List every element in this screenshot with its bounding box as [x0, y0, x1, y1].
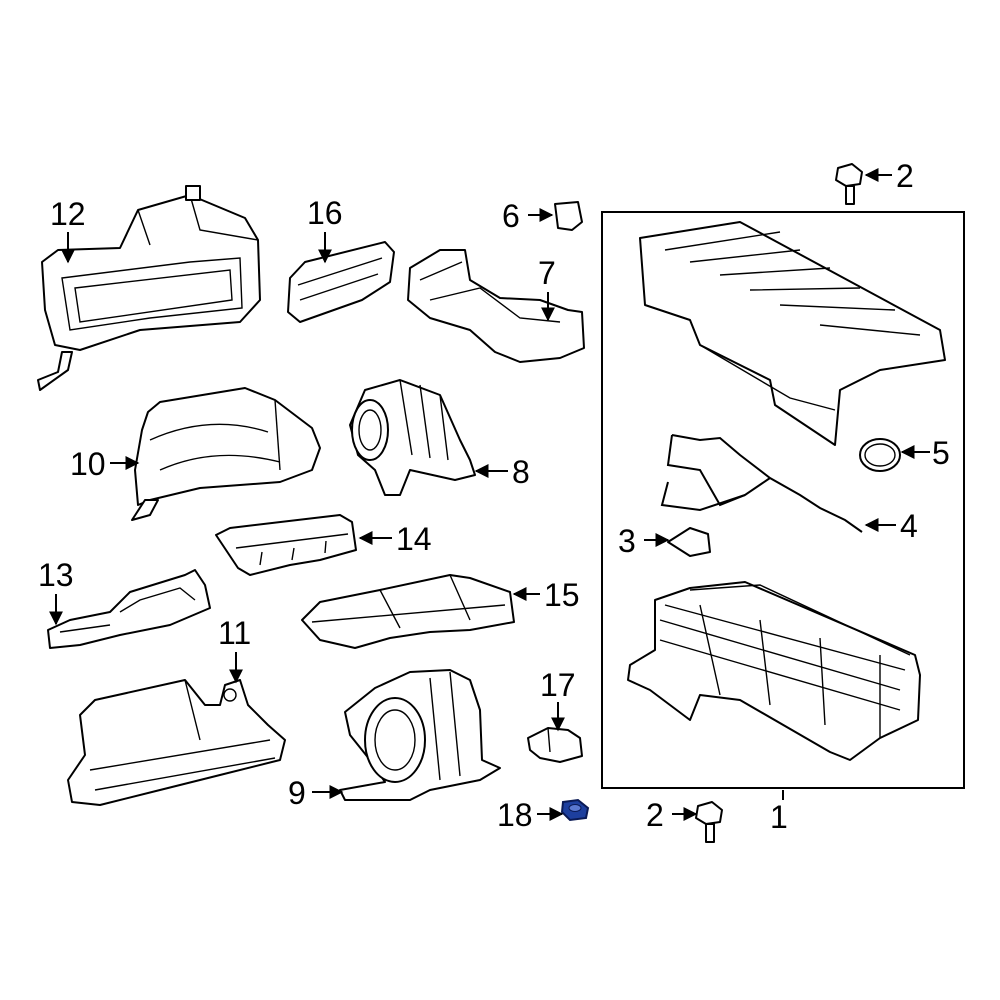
callout-labels: 1 2 2 3 4 5 6 7 8 9 10 11 12 13 14 15 16…: [38, 158, 950, 835]
callout-7: 7: [538, 255, 556, 291]
callout-6: 6: [502, 198, 520, 234]
part-15-duct[interactable]: [301, 574, 515, 649]
callout-1: 1: [770, 799, 788, 835]
part-13-bracket[interactable]: [47, 569, 211, 649]
callout-2-top: 2: [896, 158, 914, 194]
part-11-duct[interactable]: [67, 679, 286, 806]
battery-assembly-frame: [601, 211, 965, 789]
callout-18: 18: [497, 797, 533, 833]
callout-12: 12: [50, 196, 86, 232]
part-9-blower-fan[interactable]: [339, 669, 501, 801]
callout-4: 4: [900, 508, 918, 544]
part-18-nut[interactable]: [560, 798, 590, 822]
part-1-battery-pack[interactable]: [627, 581, 921, 761]
part-4-wire-harness[interactable]: [660, 434, 863, 533]
part-6-clip[interactable]: [554, 201, 583, 231]
part-12-duct-housing[interactable]: [37, 185, 261, 391]
part-16-cover[interactable]: [287, 241, 395, 323]
callout-3: 3: [618, 523, 636, 559]
callout-2-bottom: 2: [646, 797, 664, 833]
part-5-clamp[interactable]: [859, 438, 901, 472]
part-17-clip[interactable]: [527, 727, 583, 763]
callout-5: 5: [932, 435, 950, 471]
part-14-duct[interactable]: [215, 514, 357, 576]
callout-10: 10: [70, 446, 106, 482]
callout-11: 11: [218, 615, 251, 651]
part-1-upper-frame[interactable]: [639, 221, 946, 446]
part-3-clamp[interactable]: [667, 527, 711, 557]
part-2-bolt-top[interactable]: [835, 163, 863, 205]
callout-8: 8: [512, 454, 530, 490]
callout-13: 13: [38, 557, 74, 593]
part-2-bolt-bottom[interactable]: [695, 801, 723, 843]
part-8-blower-fan[interactable]: [349, 379, 476, 496]
callout-14: 14: [396, 521, 432, 557]
part-7-bracket[interactable]: [407, 249, 585, 363]
callout-15: 15: [544, 577, 580, 613]
callout-9: 9: [288, 775, 306, 811]
leaders: [49, 168, 930, 821]
callout-17: 17: [540, 667, 576, 703]
part-10-duct-cover[interactable]: [131, 387, 321, 521]
callout-16: 16: [307, 195, 343, 231]
